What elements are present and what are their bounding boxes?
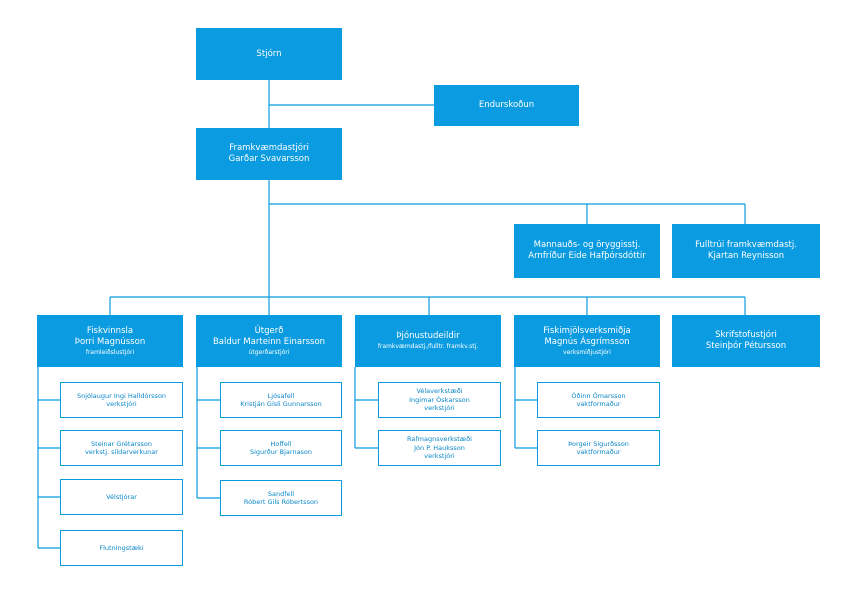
ceo-title: Framkvæmdastjóri <box>229 143 309 153</box>
ceo-name: Garðar Svavarsson <box>228 154 310 164</box>
unit-role: vaktformaður <box>576 448 621 456</box>
department-head: Þorri Magnússon <box>74 336 146 347</box>
unit-role: verkstjóri <box>424 452 455 461</box>
unit-name: Vélstjórar <box>106 492 137 501</box>
staff-title: Fulltrúi framkvæmdastj. <box>695 240 797 250</box>
audit-box: Endurskoðun <box>434 85 579 126</box>
unit-box: Steinar Grétarsson verkstj. síldarverkun… <box>60 430 183 466</box>
department-box-utgerd: Útgerð Baldur Marteinn Einarsson útgerða… <box>196 315 342 367</box>
department-title: Skrifstofustjóri <box>715 330 777 340</box>
department-title: Útgerð <box>254 325 284 336</box>
unit-name: Hoffell <box>270 439 292 448</box>
unit-box: Ljósafell Kristján Gísli Gunnarsson <box>220 382 342 418</box>
staff-name: Arnfríður Eide Hafþórsdóttir <box>528 251 646 261</box>
department-head: Steinþór Pétursson <box>705 341 787 351</box>
ceo-box: Framkvæmdastjóri Garðar Svavarsson <box>196 128 342 180</box>
unit-box: Hoffell Sigurður Bjarnason <box>220 430 342 466</box>
unit-role: verkstjóri <box>424 404 455 413</box>
board-box: Stjórn <box>196 28 342 80</box>
unit-box: Þorgeir Sigurðsson vaktformaður <box>537 430 660 466</box>
unit-box: Vélaverkstæði Ingimar Óskarsson verkstjó… <box>378 382 501 418</box>
unit-person: Ingimar Óskarsson <box>409 395 470 404</box>
department-title: Þjónustudeildir <box>396 331 460 341</box>
unit-name: Steinar Grétarsson <box>91 439 152 448</box>
department-box-skrifstofa: Skrifstofustjóri Steinþór Pétursson <box>672 315 820 367</box>
unit-box: Flutningstæki <box>60 530 183 566</box>
department-title: Fiskvinnsla <box>86 325 134 336</box>
department-head: Magnús Ásgrímsson <box>544 336 630 347</box>
staff-name: Kjartan Reynisson <box>707 251 785 261</box>
unit-name: Vélaverkstæði <box>416 387 463 396</box>
unit-role: vaktformaður <box>576 400 621 408</box>
staff-box-hr-safety: Mannauðs- og öryggisstj. Arnfríður Eide … <box>514 224 660 278</box>
unit-box: Snjólaugur Ingi Halldórsson verkstjóri <box>60 382 183 418</box>
unit-role: Sigurður Bjarnason <box>249 448 313 456</box>
unit-name: Sandfell <box>267 489 295 498</box>
unit-box: Vélstjórar <box>60 479 183 515</box>
unit-role: verkstj. síldarverkunar <box>85 448 158 456</box>
unit-name: Flutningstæki <box>99 543 144 552</box>
department-box-fiskvinnsla: Fiskvinnsla Þorri Magnússon framleiðslus… <box>37 315 183 367</box>
unit-role: verkstjóri <box>106 400 137 408</box>
department-role: framleiðslustjóri <box>85 348 135 356</box>
unit-person: Jón P. Hauksson <box>414 443 465 452</box>
unit-name: Snjólaugur Ingi Halldórsson <box>76 391 167 400</box>
department-title: Fiskimjölsverksmiðja <box>543 325 631 336</box>
unit-name: Þorgeir Sigurðsson <box>568 439 629 448</box>
unit-role: Róbert Gils Róbertsson <box>243 498 319 506</box>
unit-box: Rafmagnsverkstæði Jón P. Hauksson verkst… <box>378 430 501 466</box>
unit-name: Óðinn Ómarsson <box>571 391 626 400</box>
audit-label: Endurskoðun <box>478 100 535 110</box>
unit-name: Ljósafell <box>267 391 295 400</box>
unit-name: Rafmagnsverkstæði <box>407 435 472 444</box>
staff-title: Mannauðs- og öryggisstj. <box>533 240 641 250</box>
department-role: útgerðarstjóri <box>248 348 290 356</box>
department-head: Baldur Marteinn Einarsson <box>212 336 326 347</box>
department-box-thjonustudeildir: Þjónustudeildir framkvæmdastj./fulltr. f… <box>355 315 501 367</box>
unit-role: Kristján Gísli Gunnarsson <box>240 400 322 408</box>
unit-box: Sandfell Róbert Gils Róbertsson <box>220 480 342 516</box>
unit-box: Óðinn Ómarsson vaktformaður <box>537 382 660 418</box>
department-box-fiskimjolsverksmidja: Fiskimjölsverksmiðja Magnús Ásgrímsson v… <box>514 315 660 367</box>
staff-box-deputy: Fulltrúi framkvæmdastj. Kjartan Reynisso… <box>672 224 820 278</box>
department-role: verksmiðjustjóri <box>563 348 611 356</box>
board-label: Stjórn <box>256 48 282 59</box>
department-role: framkvæmdastj./fulltr. framkv.stj. <box>377 343 479 350</box>
